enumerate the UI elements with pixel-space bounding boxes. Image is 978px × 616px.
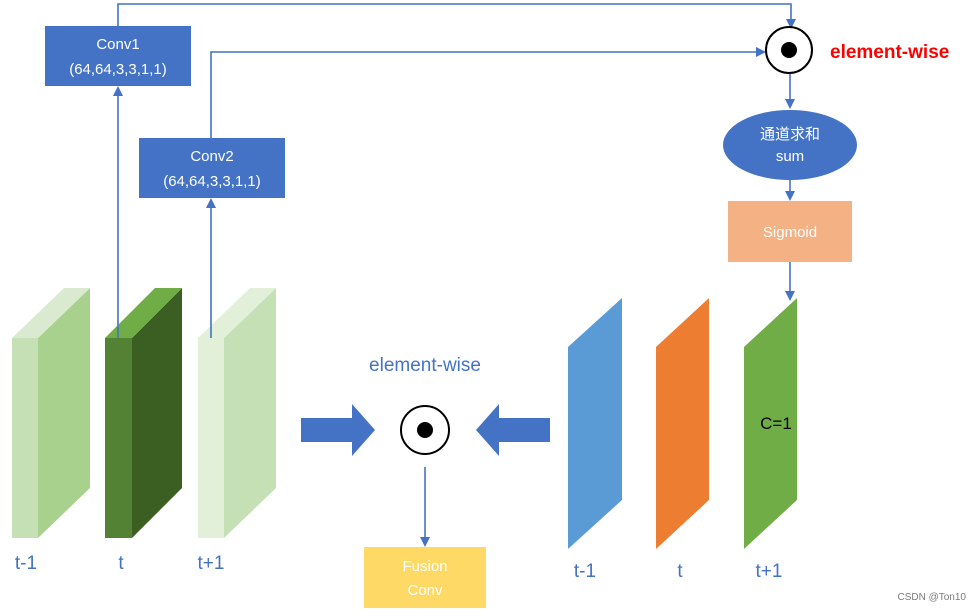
left-frame-label-t-plus-1: t+1 (198, 553, 225, 574)
left-frame-label-t-minus-1: t-1 (15, 553, 37, 574)
sum-label-en: sum (776, 148, 804, 165)
right-frame-label-t-minus-1: t-1 (574, 561, 596, 582)
arrow-conv2-to-multiply (210, 47, 766, 138)
right-frame-label-t-plus-1: t+1 (756, 561, 783, 582)
watermark: CSDN @Ton10 (897, 592, 966, 603)
sigmoid-box: Sigmoid (728, 201, 852, 262)
left-cube-t (105, 288, 182, 538)
fusion-line1: Fusion (402, 558, 447, 575)
left-cube-t-plus-1 (198, 288, 276, 538)
fusion-line2: Conv (407, 582, 443, 599)
conv1-box: Conv1 (64,64,3,3,1,1) (45, 26, 191, 86)
top-elementwise-label: element-wise (830, 42, 949, 63)
bottom-elementwise-label: element-wise (369, 355, 481, 376)
conv2-title: Conv2 (190, 148, 233, 165)
attention-channel-label: C=1 (760, 414, 792, 433)
conv2-params: (64,64,3,3,1,1) (163, 173, 261, 190)
right-block-arrow (476, 404, 550, 456)
channel-sum-node: 通道求和 sum (723, 110, 857, 180)
left-block-arrow (301, 404, 375, 456)
sum-label-cn: 通道求和 (760, 126, 820, 143)
right-frame-label-t: t (677, 561, 683, 582)
left-frame-label-t: t (118, 553, 124, 574)
conv1-params: (64,64,3,3,1,1) (69, 61, 167, 78)
right-plane-t-plus-1 (744, 298, 797, 549)
sigmoid-label: Sigmoid (763, 224, 817, 241)
conv1-title: Conv1 (96, 36, 139, 53)
fusion-conv-box: Fusion Conv (364, 547, 486, 608)
left-cube-t-minus-1 (12, 288, 90, 538)
bottom-elementwise-op (400, 405, 450, 455)
arrow-conv1-to-multiply (117, 3, 796, 29)
right-plane-t (656, 298, 709, 549)
top-elementwise-op (765, 26, 813, 74)
right-plane-t-minus-1 (568, 298, 622, 549)
conv2-box: Conv2 (64,64,3,3,1,1) (139, 138, 285, 198)
